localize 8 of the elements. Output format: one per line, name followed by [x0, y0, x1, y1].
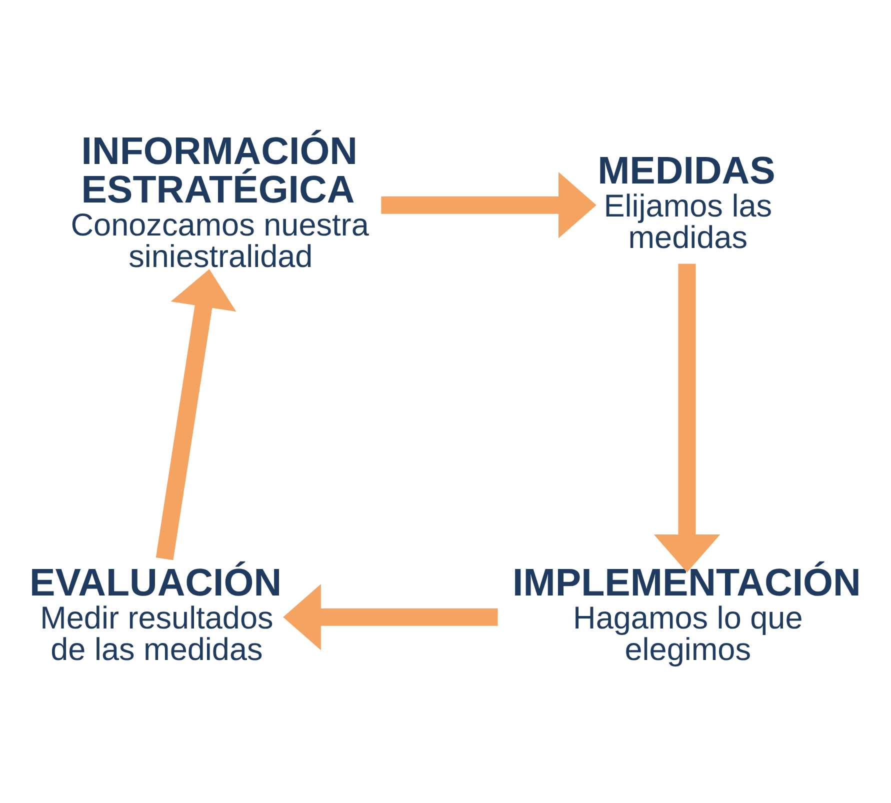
arrow [381, 172, 596, 238]
node-text: EVALUACIÓN Medir resultados de las medidas [30, 561, 282, 667]
arrow [283, 584, 498, 650]
node-text: MEDIDAS Elijamos las medidas [598, 149, 776, 255]
arrow [156, 269, 236, 560]
node-text: IMPLEMENTACIÓN Hagamos lo que elegimos [512, 561, 861, 667]
node-text: INFORMACIÓN ESTRATÉGICA Conozcamos nuestra siniestralidad [70, 130, 369, 274]
arrow [654, 264, 720, 572]
